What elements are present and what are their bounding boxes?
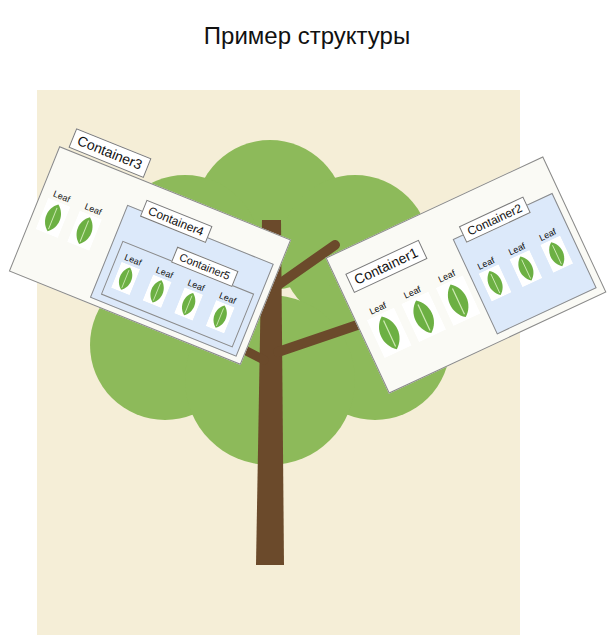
leaf-item: Leaf — [67, 200, 106, 251]
container-tab: Container5 — [171, 247, 238, 288]
diagram-title: Пример структуры — [0, 22, 614, 50]
leaf-item: Leaf — [111, 252, 144, 295]
leaf-item: Leaf — [174, 277, 207, 320]
leaf-item: Leaf — [143, 264, 176, 307]
container-tab: Container4 — [140, 200, 212, 244]
leaf-item: Leaf — [474, 254, 512, 301]
leaf-item: Leaf — [36, 187, 75, 238]
container-tab: Container2 — [459, 197, 531, 244]
leaf-item: Leaf — [505, 240, 543, 287]
leaf-item: Leaf — [536, 226, 574, 273]
leaf-item: Leaf — [206, 290, 239, 333]
